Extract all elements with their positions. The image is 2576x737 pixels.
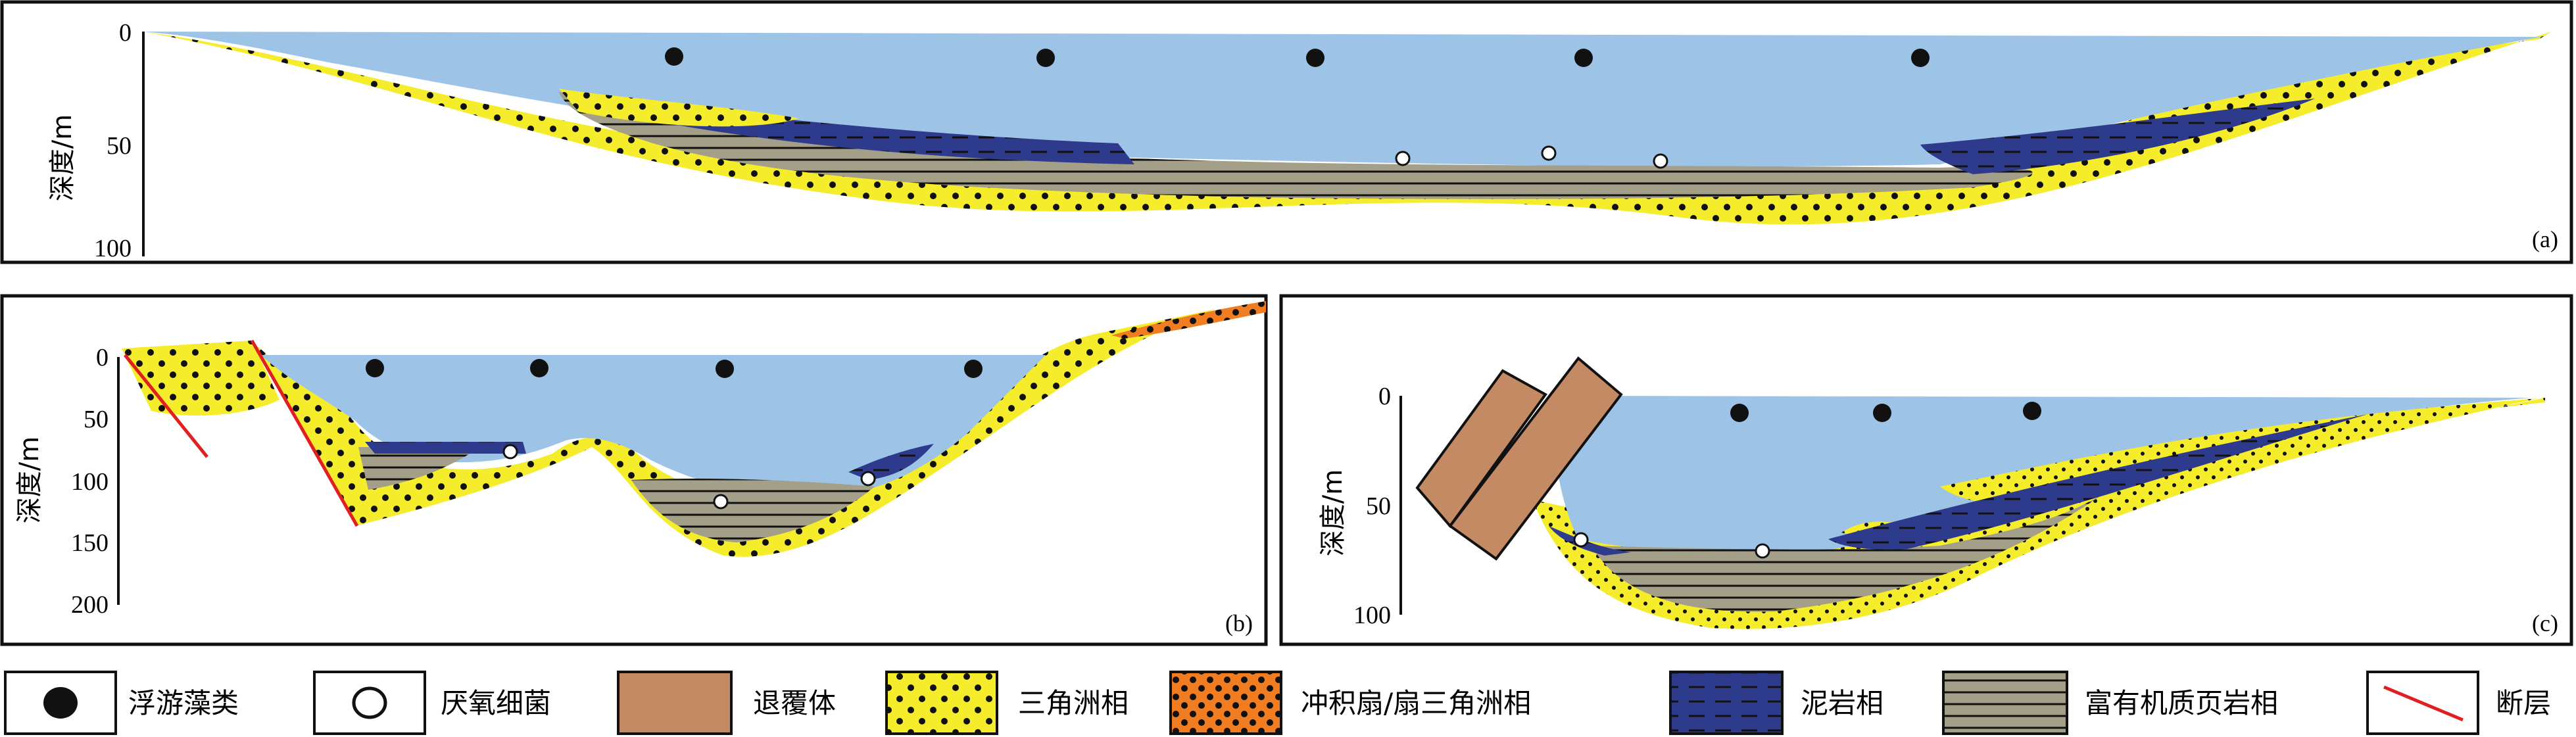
- retrograding-block-c-1: [1415, 369, 1547, 529]
- plankton-marker: [530, 359, 548, 377]
- filled-circle-icon: [43, 687, 78, 719]
- shale-facies-b-center: [631, 479, 875, 542]
- legend-label: 富有机质页岩相: [2085, 687, 2278, 719]
- lake-water-b: [261, 355, 1046, 496]
- tick-0: 0: [96, 344, 109, 371]
- red-line-icon: [2366, 671, 2479, 735]
- panel-c: 0 50 100 深度/m (c): [1279, 294, 2573, 646]
- alluvial-fan-b: [1111, 301, 1266, 339]
- depth-axis-label-c: 深度/m: [1318, 469, 1348, 556]
- legend-label: 三角洲相: [1018, 687, 1129, 719]
- panel-b-frame: [0, 294, 1268, 646]
- bacteria-marker: [502, 444, 518, 460]
- bacteria-marker: [1541, 145, 1557, 161]
- mudstone-facies-b-right: [848, 444, 934, 480]
- blue-striped-icon: [1669, 671, 1784, 735]
- fault-line: [124, 354, 208, 458]
- tick-0: 0: [119, 19, 132, 47]
- tick-50: 50: [107, 132, 132, 160]
- mudstone-facies-c: [1828, 414, 2368, 550]
- plankton-marker: [1036, 49, 1055, 67]
- orange-dotted-icon: [1169, 671, 1282, 735]
- panel-a: 0 50 100 深度/m (a): [0, 0, 2573, 264]
- depth-axis-label-a: 深度/m: [47, 114, 78, 201]
- delta-tongue-a: [559, 89, 799, 127]
- yellow-dotted-icon: [885, 671, 998, 735]
- legend-label: 断层: [2496, 687, 2551, 719]
- plankton-marker: [964, 360, 983, 378]
- plankton-marker: [366, 359, 384, 377]
- plankton-marker: [2023, 402, 2041, 420]
- tick-0: 0: [1378, 383, 1391, 410]
- gray-striped-icon: [1942, 671, 2068, 735]
- depth-axis-label-b: 深度/m: [14, 437, 45, 523]
- red-line-icon: [2383, 685, 2464, 722]
- bacteria-marker: [1395, 151, 1411, 166]
- plankton-marker: [1306, 49, 1324, 67]
- bacteria-marker: [1653, 153, 1668, 169]
- panel-c-frame: [1279, 294, 2573, 646]
- shale-facies-b-left: [358, 447, 480, 490]
- shale-facies-c: [1592, 493, 2104, 612]
- mudstone-facies-b-left: [365, 442, 526, 454]
- tick-100: 100: [71, 468, 109, 496]
- panel-a-frame: [0, 0, 2573, 264]
- legend-label: 退覆体: [753, 687, 836, 719]
- bacteria-marker: [860, 471, 876, 487]
- panel-tag-c: (c): [2532, 610, 2558, 636]
- fault-line: [250, 339, 359, 527]
- plankton-marker: [1730, 404, 1749, 422]
- brown-block-icon: [617, 671, 733, 735]
- bacteria-marker: [1755, 543, 1770, 559]
- mudstone-facies-a-right: [1920, 99, 2315, 174]
- tick-100: 100: [94, 235, 132, 262]
- legend-label: 泥岩相: [1801, 687, 1883, 719]
- shale-facies-a: [559, 92, 2033, 199]
- legend-label: 浮游藻类: [128, 687, 239, 719]
- retrograding-block-c-2: [1448, 356, 1623, 561]
- tick-50: 50: [84, 406, 109, 433]
- legend-label: 冲积扇/扇三角洲相: [1301, 687, 1531, 719]
- plankton-marker: [1911, 49, 1930, 67]
- tick-50: 50: [1366, 492, 1391, 520]
- panel-b: 0 50 100 150 200 深度/m (b): [0, 294, 1268, 646]
- plankton-marker: [1873, 404, 1891, 422]
- open-circle-icon: [352, 686, 387, 719]
- tick-150: 150: [71, 529, 109, 557]
- panel-tag-b: (b): [1225, 610, 1253, 636]
- delta-facies-b-left: [122, 341, 279, 416]
- plankton-marker: [1574, 49, 1593, 67]
- tick-200: 200: [71, 591, 109, 619]
- bacteria-marker: [1573, 532, 1589, 548]
- legend-label: 厌氧细菌: [441, 687, 551, 719]
- tick-100: 100: [1353, 602, 1391, 629]
- bacteria-marker: [713, 494, 729, 510]
- plankton-marker: [665, 47, 683, 66]
- lake-water-a: [143, 32, 2542, 167]
- plankton-marker: [716, 360, 734, 378]
- mudstone-facies-c-left: [1549, 526, 1631, 556]
- legend: 浮游藻类 厌氧细菌 退覆体 三角洲相 冲积扇/扇三角洲相 泥岩相 富有机质页岩相…: [4, 671, 2551, 735]
- panel-tag-a: (a): [2532, 226, 2558, 252]
